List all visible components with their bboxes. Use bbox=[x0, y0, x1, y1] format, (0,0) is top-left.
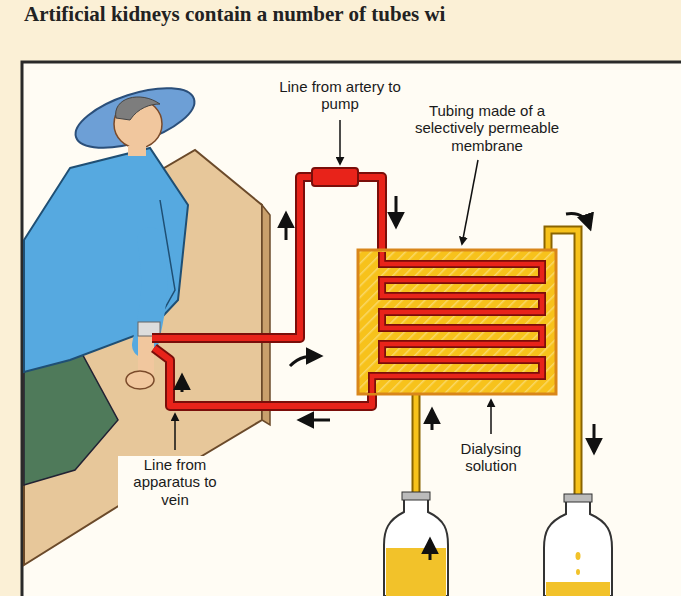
part-label: Tubing made of a selectively permeable m… bbox=[398, 102, 576, 154]
used-solution-bottle bbox=[544, 494, 612, 596]
part-label: Dialysing solution bbox=[436, 440, 546, 475]
leader-arrow bbox=[175, 120, 491, 450]
fresh-solution-bottle bbox=[384, 492, 448, 596]
membrane-tubes bbox=[372, 252, 542, 393]
membrane-tube bbox=[372, 252, 542, 393]
pump bbox=[312, 168, 358, 186]
bed-side bbox=[262, 205, 270, 425]
hand bbox=[126, 371, 154, 389]
dialyser bbox=[358, 250, 556, 394]
trousers bbox=[24, 350, 118, 485]
blood-tubing bbox=[152, 177, 382, 406]
pillow bbox=[69, 76, 202, 160]
panel-frame bbox=[22, 62, 681, 596]
cut-heading-text: Artificial kidneys contain a number of t… bbox=[24, 2, 674, 26]
membrane-tube-outline bbox=[372, 252, 542, 393]
flow-arrow bbox=[182, 196, 594, 560]
part-label: Line from artery to pump bbox=[262, 78, 418, 113]
hair bbox=[116, 97, 160, 120]
part-label: Line from apparatus to vein bbox=[118, 456, 232, 508]
